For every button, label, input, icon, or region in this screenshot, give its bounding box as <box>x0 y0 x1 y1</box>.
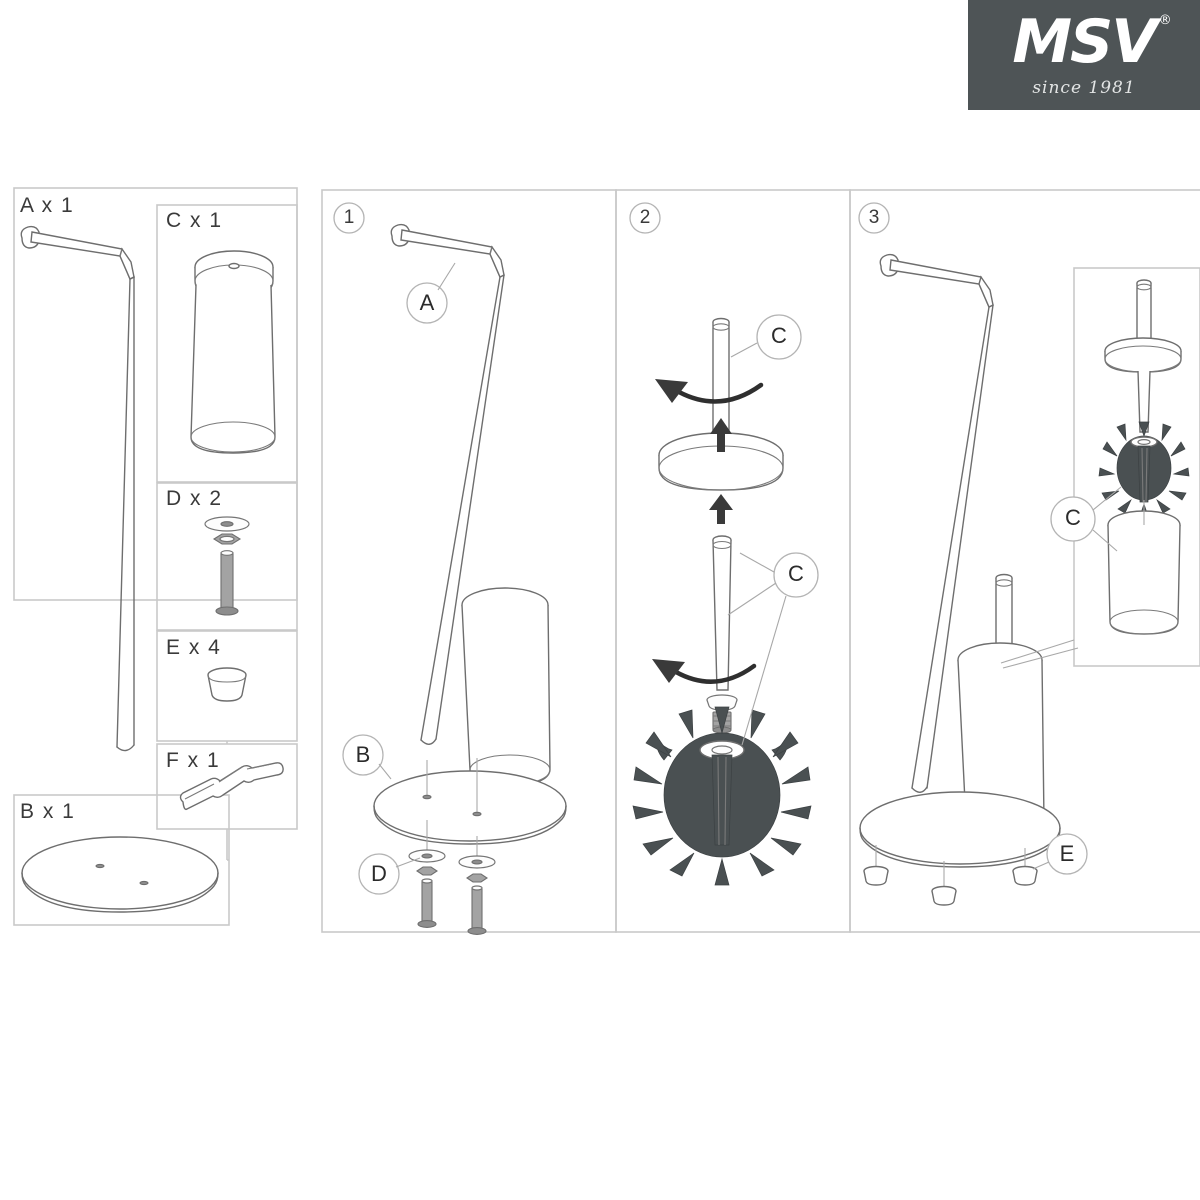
brush-head-step2 <box>632 706 812 886</box>
part-label-C: C x 1 <box>166 209 223 232</box>
part-label-A: A x 1 <box>20 194 75 217</box>
callout-label-E: E <box>1059 841 1075 866</box>
callout-balloon-C-bottom <box>773 552 819 598</box>
step-3-detail-box <box>1073 267 1200 667</box>
part-E-drawing <box>207 667 247 702</box>
brand-logo: MSV ® since 1981 <box>968 0 1200 110</box>
step-number-circle-3 <box>858 202 890 234</box>
callout-balloon-C-detail <box>1050 496 1096 542</box>
part-B-drawing <box>21 836 219 913</box>
part-A-drawing <box>20 225 135 752</box>
brand-name: MSV ® <box>1012 12 1171 72</box>
part-label-D: D x 2 <box>166 487 223 510</box>
callout-label-A: A <box>419 290 435 315</box>
step-number-3: 3 <box>868 207 880 228</box>
step-number-circle-2 <box>629 202 661 234</box>
callout-balloon-E <box>1046 833 1088 875</box>
callout-label-C-bottom: C <box>788 561 804 586</box>
brand-tagline: since 1981 <box>1032 78 1136 98</box>
part-D-drawing <box>204 516 250 616</box>
step-2-drawing <box>632 314 819 886</box>
callout-label-C-top: C <box>771 323 787 348</box>
callout-balloon-A <box>406 282 448 324</box>
brand-name-text: MSV <box>1012 7 1157 77</box>
part-C-drawing <box>190 250 276 454</box>
callout-balloon-C-top <box>756 314 802 360</box>
step-number-2: 2 <box>639 207 651 228</box>
callout-label-C-detail: C <box>1065 505 1081 530</box>
part-F-drawing <box>179 762 284 811</box>
step-panel-3 <box>849 189 1200 933</box>
callout-balloon-B <box>342 734 384 776</box>
part-label-F: F x 1 <box>166 749 221 772</box>
step-1-drawing <box>342 223 567 935</box>
step-3-drawing <box>859 253 1200 906</box>
part-label-E: E x 4 <box>166 636 222 659</box>
callout-label-D: D <box>371 861 387 886</box>
brush-head-step3 <box>1098 421 1190 520</box>
step-number-circle-1 <box>333 202 365 234</box>
callout-label-B: B <box>355 742 371 767</box>
step-number-1: 1 <box>343 207 355 228</box>
callout-balloon-D <box>358 853 400 895</box>
part-label-B: B x 1 <box>20 800 76 823</box>
registered-trademark-icon: ® <box>1158 13 1172 28</box>
